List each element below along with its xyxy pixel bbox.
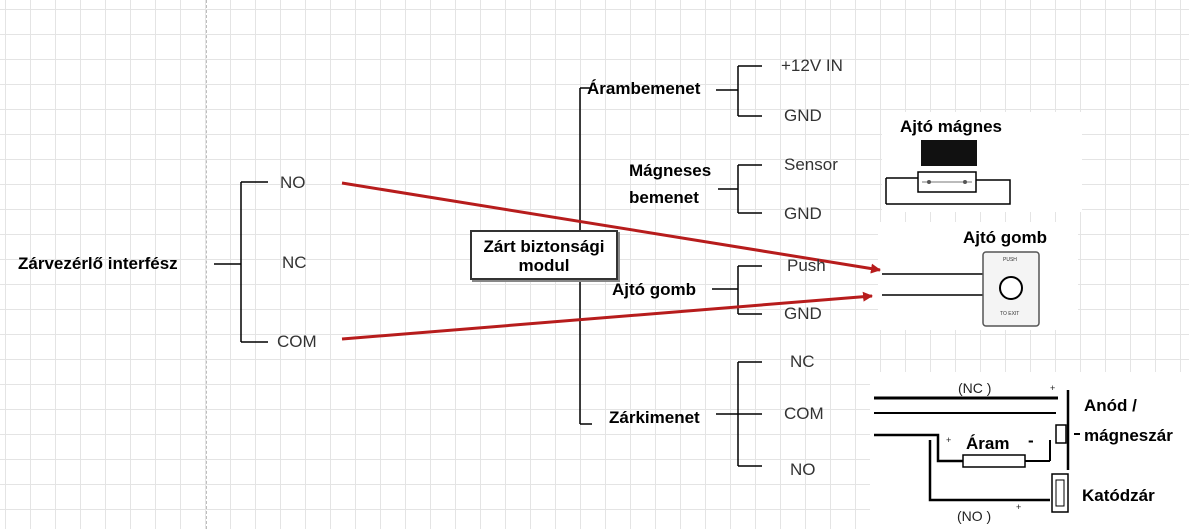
dashed-divider: [206, 0, 207, 529]
lock-plus-top: +: [1050, 383, 1056, 393]
door-button-pin-gnd: GND: [784, 304, 822, 323]
door-magnet-area: [882, 112, 1082, 212]
door-button-area: [878, 222, 1078, 330]
lock-plus-bottom: +: [1016, 502, 1022, 512]
anode-label-line1: Anód /: [1084, 396, 1137, 415]
left-group-title: Zárvezérlő interfész: [18, 254, 178, 273]
door-magnet-title: Ajtó mágnes: [900, 117, 1003, 136]
door-button-label: Ajtó gomb: [612, 280, 697, 299]
power-bracket: [716, 65, 762, 117]
door-button-face-top: PUSH: [1003, 257, 1017, 263]
lock-no-label: (NO ): [957, 508, 992, 524]
arrow-no-to-push: [341, 181, 881, 274]
magnetic-input-label-line1: Mágneses: [629, 161, 712, 180]
magnetic-pin-sensor: Sensor: [784, 155, 838, 174]
left-pin-no: NO: [280, 173, 306, 192]
security-module-box: Zárt biztonsági modul: [470, 230, 618, 280]
lock-device: [874, 390, 1080, 513]
left-pin-nc: NC: [282, 253, 307, 272]
door-button-face-bottom: TO EXIT: [1000, 311, 1020, 317]
lock-pin-nc: NC: [790, 352, 815, 371]
lock-nc-label: (NC ): [958, 380, 992, 396]
door-button-device: [882, 251, 1040, 327]
lock-pin-com: COM: [784, 404, 824, 423]
module-title-line1: Zárt biztonsági: [483, 237, 605, 256]
power-pin-12v: +12V IN: [781, 56, 843, 75]
anode-label-line2: mágneszár: [1084, 426, 1173, 445]
magnetic-pin-gnd: GND: [784, 204, 822, 223]
left-bracket: [214, 181, 268, 343]
lock-current-label: Áram: [966, 434, 1010, 453]
lock-output-bracket: [716, 361, 762, 467]
door-button-title: Ajtó gomb: [963, 228, 1048, 247]
magnetic-bracket: [718, 164, 762, 214]
door-magnet-device: [885, 140, 1011, 205]
magnetic-input-label-line2: bemenet: [629, 188, 699, 207]
module-title-line2: modul: [518, 256, 570, 275]
lock-minus-label: -: [1028, 431, 1034, 450]
door-button-pin-push: Push: [787, 256, 826, 275]
power-pin-gnd: GND: [784, 106, 822, 125]
lock-plus-left: +: [946, 435, 952, 445]
arrow-com-to-gnd: [341, 291, 873, 341]
power-input-label: Árambemenet: [587, 79, 701, 98]
cathode-label: Katódzár: [1082, 486, 1155, 505]
left-pin-com: COM: [277, 332, 317, 351]
lock-pin-no: NO: [790, 460, 816, 479]
lock-output-label: Zárkimenet: [609, 408, 700, 427]
